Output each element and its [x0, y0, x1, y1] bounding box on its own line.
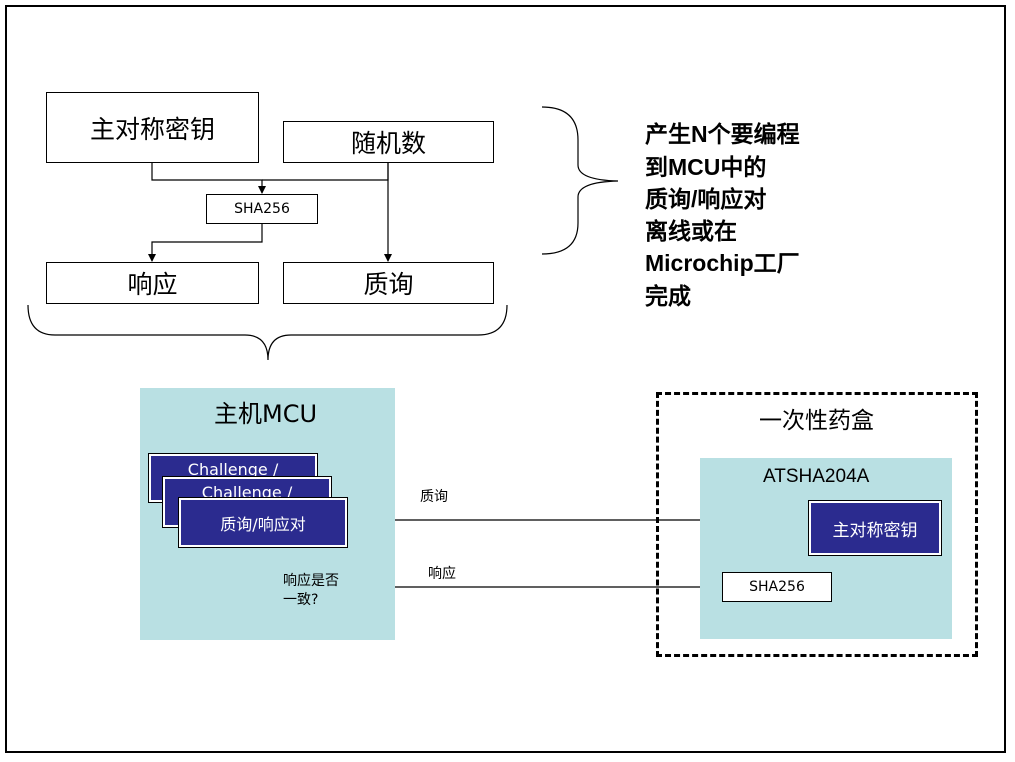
random-number-label: 随机数 — [350, 129, 426, 158]
challenge-box: 质询 — [283, 262, 494, 304]
sha256-box: SHA256 — [206, 194, 318, 224]
compare-text-line-1: 响应是否 — [283, 573, 339, 589]
key-to-sha-line — [151, 163, 266, 194]
cartridge-title: 一次性药盒 — [759, 408, 874, 434]
compare-text-line-2: 一致? — [283, 592, 319, 608]
sha-to-response-line — [148, 224, 263, 262]
chip-sha256-box: SHA256 — [722, 572, 832, 602]
random-to-sha-line — [262, 163, 389, 181]
challenge-arrow-label: 质询 — [420, 489, 448, 505]
chip-master-key-label: 主对称密钥 — [832, 520, 918, 541]
master-key-label: 主对称密钥 — [89, 114, 215, 144]
bottom-brace — [27, 304, 508, 361]
atsha204a-title: ATSHA204A — [763, 466, 870, 487]
note-line-6: 完成 — [645, 283, 691, 309]
chip-master-key-box: 主对称密钥 — [808, 500, 942, 556]
host-mcu-title: 主机MCU — [214, 400, 318, 428]
card-3-label: 质询/响应对 — [220, 514, 306, 534]
random-number-box: 随机数 — [283, 121, 494, 163]
note-line-2: 到MCU中的 — [645, 154, 767, 180]
challenge-response-card-3: 质询/响应对 — [178, 497, 348, 548]
note-line-5: Microchip工厂 — [645, 250, 800, 276]
master-key-box: 主对称密钥 — [46, 92, 259, 163]
chip-sha256-label: SHA256 — [749, 579, 805, 595]
note-line-3: 质询/响应对 — [645, 186, 767, 212]
outer-frame — [5, 5, 1006, 753]
note-line-4: 离线或在 — [645, 218, 737, 244]
sha256-label: SHA256 — [234, 201, 290, 217]
card-1-label: Challenge / — [187, 460, 279, 479]
response-label: 响应 — [127, 270, 178, 299]
cartridge-dashed-border — [656, 392, 978, 657]
response-arrow-label: 响应 — [428, 566, 456, 582]
note-line-1: 产生N个要编程 — [645, 121, 800, 147]
challenge-label: 质询 — [363, 270, 414, 299]
response-box: 响应 — [46, 262, 259, 304]
right-brace — [541, 106, 619, 255]
